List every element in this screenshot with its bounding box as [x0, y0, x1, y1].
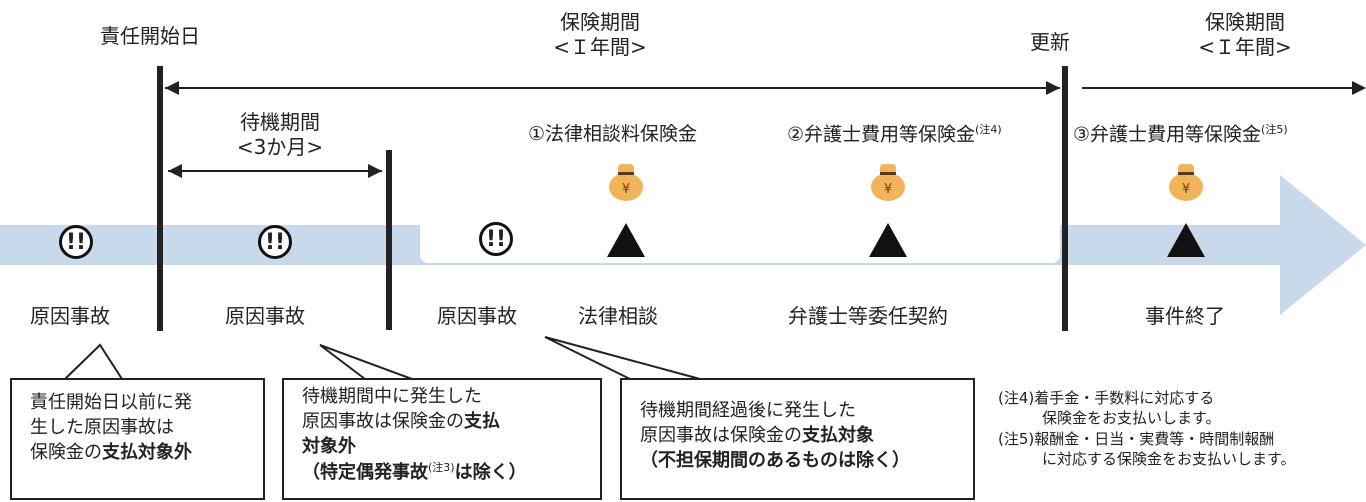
period-label: 保険期間 <Ｉ年間>	[530, 10, 670, 60]
event-label-cause-1: 原因事故	[30, 304, 110, 328]
period-duration: <Ｉ年間>	[553, 35, 647, 59]
alert-icon: !!	[258, 225, 292, 259]
note-5-line2: に対応する保険金をお支払いします。	[1042, 449, 1296, 468]
note-4-line1: (注4)着手金・手数料に対応する	[998, 389, 1215, 407]
renewal-line	[1062, 66, 1068, 331]
insurance-label-2: ②弁護士費用等保険金(注4)	[787, 123, 1002, 146]
insurance-label-1: ①法律相談料保険金	[528, 123, 698, 145]
alert-icon: !!	[59, 225, 93, 259]
waiting-arrow	[168, 164, 382, 178]
period-title: 保険期間	[560, 10, 640, 34]
timeline-inner-strip	[420, 213, 1060, 263]
waiting-end-line	[386, 150, 392, 330]
next-period-duration: <Ｉ年間>	[1198, 35, 1292, 59]
waiting-label: 待機期間 <3か月>	[205, 110, 355, 160]
start-line	[157, 66, 163, 331]
svg-text:¥: ¥	[622, 182, 630, 197]
waiting-title: 待機期間	[240, 110, 320, 134]
insurance-label-3: ③弁護士費用等保険金(注5)	[1073, 123, 1288, 146]
svg-text:¥: ¥	[884, 182, 892, 197]
renewal-label: 更新	[1030, 30, 1070, 54]
note-5-line1: (注5)報酬金・日当・実費等・時間制報酬	[998, 429, 1275, 448]
notes: (注4)着手金・手数料に対応する 保険金をお支払いします。 (注5)報酬金・日当…	[998, 388, 1296, 469]
event-label-consult: 法律相談	[578, 304, 658, 328]
event-triangle-icon	[607, 223, 645, 257]
next-period-title: 保険期間	[1205, 10, 1285, 34]
alert-icon: !!	[479, 222, 513, 256]
event-triangle-icon	[1167, 223, 1205, 257]
note-4-line2: 保険金をお支払いします。	[1042, 409, 1221, 428]
callout-pointers	[64, 336, 701, 380]
callout-before-start: 責任開始日以前に発 生した原因事故は 保険金の支払対象外	[10, 378, 265, 500]
waiting-duration: <3か月>	[236, 135, 324, 159]
next-period-label: 保険期間 <Ｉ年間>	[1175, 10, 1315, 60]
money-bag-icon: ¥	[609, 164, 643, 201]
event-label-contract: 弁護士等委任契約	[788, 304, 948, 328]
callout-during-waiting: 待機期間中に発生した 原因事故は保険金の支払 対象外 （特定偶発事故(注3)は除…	[282, 378, 602, 500]
event-label-end: 事件終了	[1145, 304, 1225, 328]
event-triangle-icon	[869, 223, 907, 257]
event-label-cause-2: 原因事故	[225, 304, 305, 328]
callout-after-waiting: 待機期間経過後に発生した 原因事故は保険金の支払対象 （不担保期間のあるものは除…	[620, 378, 975, 500]
event-label-cause-3: 原因事故	[437, 304, 517, 328]
period-arrow	[165, 81, 1366, 95]
money-bag-icon: ¥	[871, 164, 905, 201]
start-label: 責任開始日	[100, 24, 200, 48]
money-bag-icon: ¥	[1169, 164, 1203, 201]
svg-text:¥: ¥	[1182, 182, 1190, 197]
